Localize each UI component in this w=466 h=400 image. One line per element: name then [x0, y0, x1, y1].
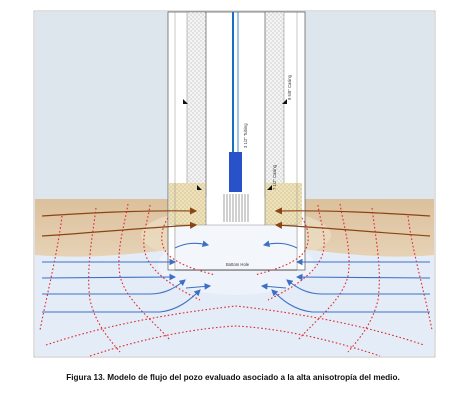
oil-arrow	[41, 207, 198, 217]
oil-arrow	[274, 207, 431, 217]
streamline	[89, 325, 381, 357]
flow-arrow	[260, 283, 287, 290]
flow-arrow	[271, 289, 430, 313]
flow-arrow	[185, 283, 212, 290]
label-bottom: Bottom Hole	[226, 262, 250, 267]
oil-flow-arrows	[41, 207, 431, 237]
label-casing-upper: 9 5/8" Casing	[287, 74, 292, 100]
streamline	[39, 215, 63, 331]
casing-shoe-left-upper	[183, 99, 188, 104]
streamline	[267, 204, 325, 301]
casing-shoe-right-lower	[267, 185, 272, 190]
label-tubing: 3 1/2" Tubing	[243, 123, 248, 148]
flow-arrow	[174, 240, 210, 249]
pump-icon	[229, 152, 242, 192]
casing-shoe-left-lower	[197, 185, 202, 190]
flow-arrow	[41, 273, 177, 281]
streamline	[88, 207, 121, 353]
streamline	[254, 217, 309, 276]
casing-shoe-right-upper	[282, 99, 287, 104]
streamline	[347, 207, 380, 353]
label-casing-lower: 7 1/2" Casing	[272, 164, 277, 190]
flow-arrow	[42, 279, 186, 295]
oil-arrow	[41, 221, 198, 237]
streamline	[297, 203, 350, 341]
casing-wall-left	[186, 11, 207, 198]
streamline	[161, 217, 216, 276]
streamline	[407, 215, 433, 331]
reservoir-layer	[35, 245, 434, 356]
water-flow-arrows	[41, 240, 431, 313]
perforation-lines	[223, 194, 249, 222]
flow-arrow	[295, 273, 431, 281]
flow-arrow	[286, 279, 430, 295]
streamline	[45, 305, 425, 346]
well-bottom	[174, 224, 298, 271]
streamline	[118, 203, 171, 341]
flow-arrow	[42, 289, 201, 313]
flow-arrow	[262, 240, 298, 249]
streamlines	[39, 203, 433, 357]
streamline	[143, 204, 201, 301]
oil-arrow	[274, 221, 431, 237]
figure-caption: Figura 13. Modelo de flujo del pozo eval…	[66, 373, 400, 382]
